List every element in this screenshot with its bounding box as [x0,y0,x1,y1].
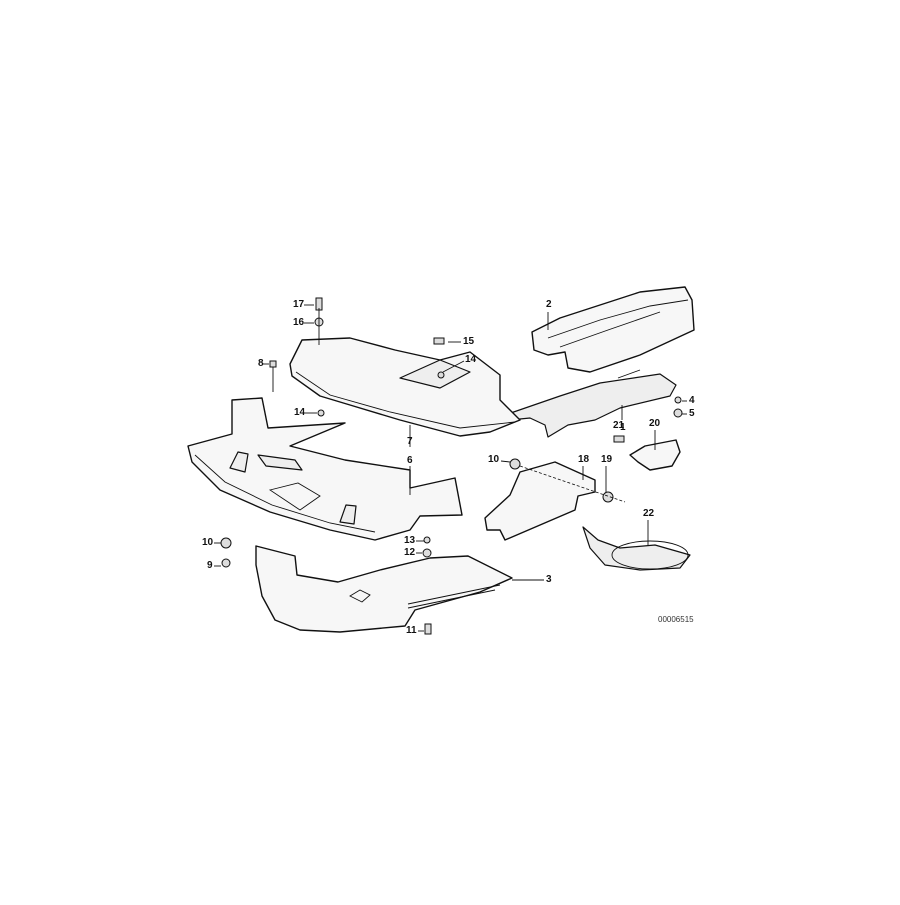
callout-10-right[interactable]: 10 [488,454,500,465]
part-3-front-lower-shield [255,545,513,633]
callout-12[interactable]: 12 [404,547,416,558]
callout-22[interactable]: 22 [643,508,655,519]
fasteners [220,297,683,635]
part-6-main-underbody-shield [187,397,463,541]
callout-15[interactable]: 15 [463,336,475,347]
part-20-heat-deflector [629,439,681,471]
callout-14-upper[interactable]: 14 [465,354,477,365]
callout-11[interactable]: 11 [406,625,417,636]
part-22-round-shield [582,526,691,571]
callout-4[interactable]: 4 [689,395,695,406]
callout-6[interactable]: 6 [407,455,413,466]
part-2-tunnel-shield [531,286,695,373]
callout-18[interactable]: 18 [578,454,590,465]
callout-8[interactable]: 8 [258,358,264,369]
part-1-flat-shield [501,369,677,438]
part-18-bracket-plate [484,461,596,541]
callout-13[interactable]: 13 [404,535,416,546]
callout-16[interactable]: 16 [293,317,305,328]
callout-20[interactable]: 20 [649,418,661,429]
callout-5[interactable]: 5 [689,408,695,419]
callout-1[interactable]: 1 [620,422,626,433]
callout-19[interactable]: 19 [601,454,613,465]
callout-7[interactable]: 7 [407,436,413,447]
part-7-bracket-rail [289,337,521,437]
callout-2[interactable]: 2 [546,299,552,310]
callout-14-lower[interactable]: 14 [294,407,306,418]
callout-21[interactable]: 21 [613,420,625,431]
callout-3[interactable]: 3 [546,574,552,585]
leader-lines [214,304,687,632]
callout-9[interactable]: 9 [207,560,213,571]
document-id: 00006515 [658,615,694,624]
callout-17[interactable]: 17 [293,299,305,310]
callout-10-left[interactable]: 10 [202,537,214,548]
